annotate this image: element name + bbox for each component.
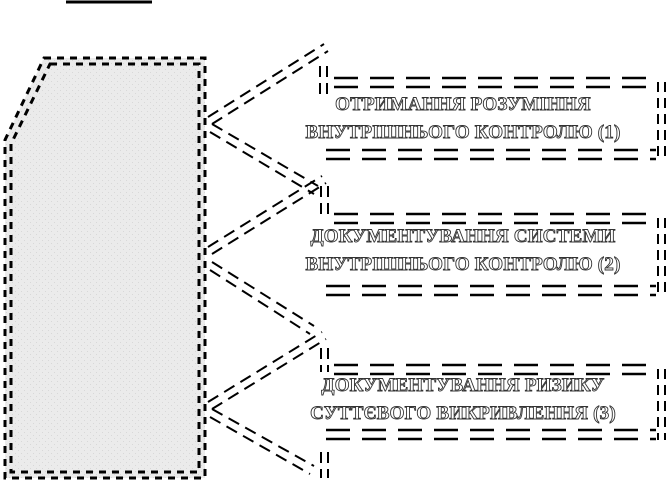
step-2-line-2: ВНУТРІШНЬОГО КОНТРОЛЮ (2) bbox=[293, 251, 633, 279]
step-3-line-2: СУТТЄВОГО ВИКРИВЛЕННЯ (3) bbox=[293, 400, 633, 428]
step-1-text: ОТРИМАННЯ РОЗУМІННЯ ВНУТРІШНЬОГО КОНТРОЛ… bbox=[293, 91, 633, 147]
step-3-line-1: ДОКУМЕНТУВАННЯ РИЗИКУ bbox=[293, 372, 633, 400]
process-block bbox=[5, 58, 205, 478]
step-1-line-1: ОТРИМАННЯ РОЗУМІННЯ bbox=[293, 91, 633, 119]
process-block-fill bbox=[5, 58, 205, 478]
step-2-line-1: ДОКУМЕНТУВАННЯ СИСТЕМИ bbox=[293, 223, 633, 251]
step-3-text: ДОКУМЕНТУВАННЯ РИЗИКУ СУТТЄВОГО ВИКРИВЛЕ… bbox=[293, 372, 633, 428]
step-1-line-2: ВНУТРІШНЬОГО КОНТРОЛЮ (1) bbox=[293, 119, 633, 147]
step-2-text: ДОКУМЕНТУВАННЯ СИСТЕМИ ВНУТРІШНЬОГО КОНТ… bbox=[293, 223, 633, 279]
